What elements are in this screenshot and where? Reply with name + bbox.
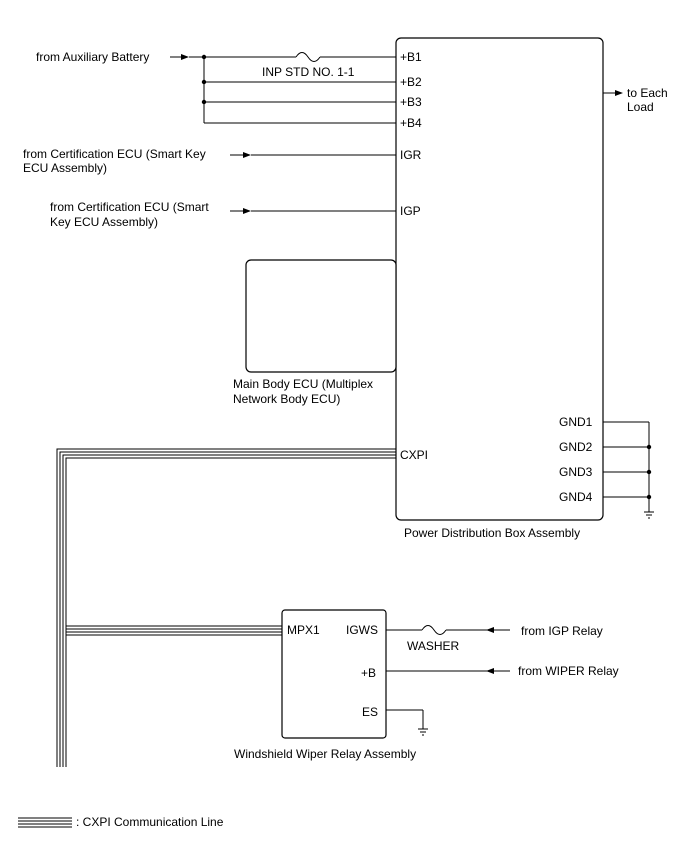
cert-ecu-1-line2: ECU Assembly) [23,161,107,175]
pin-igp: IGP [400,204,421,218]
cxpi-legend-swatch [18,817,72,828]
pin-mpx1: MPX1 [287,623,320,637]
pin-b4: +B4 [400,116,422,130]
junction-dot [646,444,652,450]
igp-arrow [230,208,251,214]
inp-std-fuse-label: INP STD NO. 1-1 [262,65,355,79]
wiper-relay-label: Windshield Wiper Relay Assembly [234,747,416,761]
junction-dot [201,54,207,60]
cert-ecu-2-line1: from Certification ECU (Smart [50,200,209,214]
junction-dot [646,469,652,475]
pin-igws: IGWS [346,623,378,637]
cert-ecu-1-line1: from Certification ECU (Smart Key [23,147,206,161]
cert-ecu-2-line2: Key ECU Assembly) [50,215,158,229]
cxpi-bus [56,448,396,767]
washer-fuse-label: WASHER [407,639,460,653]
pin-b3: +B3 [400,95,422,109]
wiper-relay-source-label: from WIPER Relay [518,664,619,678]
pin-igr: IGR [400,148,422,162]
pin-b: +B [361,666,376,680]
pin-es: ES [362,705,378,719]
to-each-load-line1: to Each [627,86,668,100]
inp-std-fuse-icon [295,52,321,62]
junction-dot [646,494,652,500]
cxpi-legend-label: : CXPI Communication Line [76,815,224,829]
main-body-ecu-label-line1: Main Body ECU (Multiplex [233,377,373,391]
pin-gnd1: GND1 [559,415,593,429]
pin-gnd4: GND4 [559,490,593,504]
igws-arrow [486,627,494,633]
pin-gnd3: GND3 [559,465,593,479]
pin-b2: +B2 [400,75,422,89]
to-each-load-arrow [603,90,623,96]
ground-icon [418,728,428,736]
b-arrow [486,668,494,674]
to-each-load-line2: Load [627,100,654,114]
pin-cxpi: CXPI [400,448,428,462]
main-body-ecu-label-line2: Network Body ECU) [233,392,340,406]
ground-icon [644,511,654,519]
igr-arrow [230,152,251,158]
pin-b1: +B1 [400,50,422,64]
igp-relay-label: from IGP Relay [521,624,603,638]
washer-fuse-icon [421,625,447,635]
main-body-ecu-box [245,259,397,373]
aux-battery-label: from Auxiliary Battery [36,50,149,64]
aux-battery-arrow [170,54,189,60]
power-box-label: Power Distribution Box Assembly [404,526,580,540]
wiper-relay-box [281,609,387,739]
pin-gnd2: GND2 [559,440,593,454]
